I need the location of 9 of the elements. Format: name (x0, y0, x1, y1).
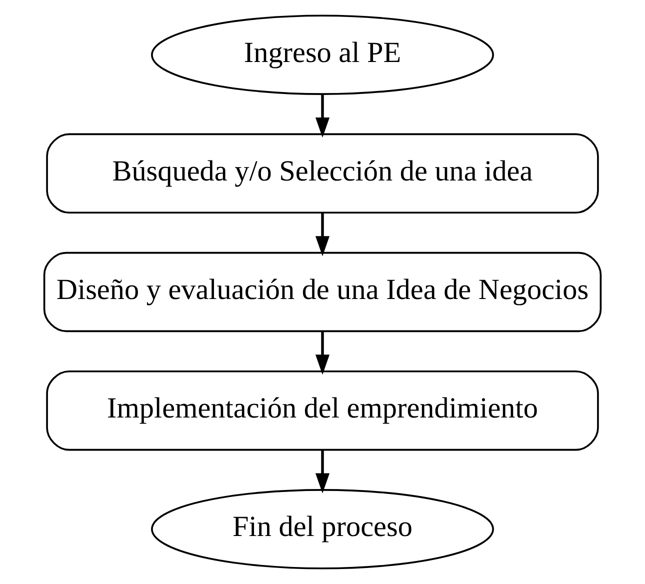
node-box: Búsqueda y/o Selección de una idea (46, 133, 599, 214)
arrow (315, 212, 330, 256)
node-box: Implementación del emprendimiento (46, 370, 599, 451)
arrow (315, 331, 330, 375)
node-ellipse: Fin del proceso (151, 489, 494, 570)
arrow (315, 94, 330, 138)
arrow (315, 450, 330, 494)
node-ellipse: Ingreso al PE (151, 14, 494, 95)
node-box: Diseño y evaluación de una Idea de Negocios (43, 252, 602, 332)
